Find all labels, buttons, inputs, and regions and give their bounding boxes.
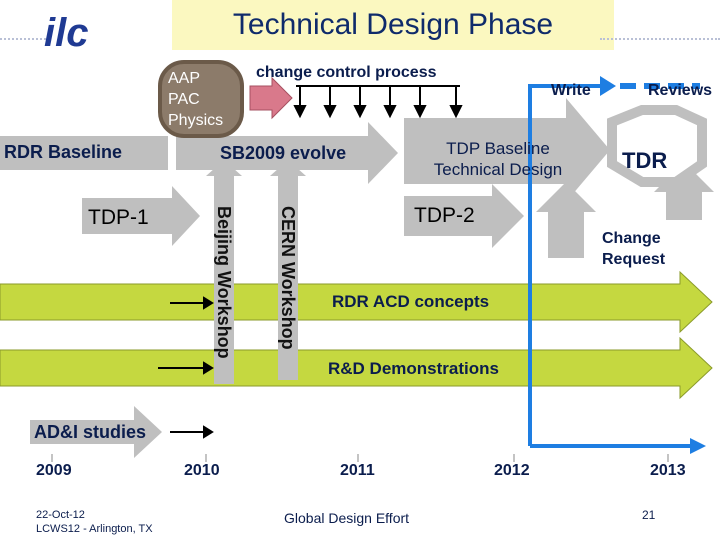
bubble-line-aap: AAP — [168, 70, 201, 87]
year-ticks — [51, 454, 669, 462]
year-2013: 2013 — [650, 462, 686, 479]
beijing-workshop-arrow — [206, 160, 242, 384]
change-request-label: Change Request — [602, 228, 665, 270]
page-title: Technical Design Phase — [232, 8, 554, 41]
tdp2-label: TDP-2 — [414, 204, 475, 227]
logo-text: ilc — [44, 11, 88, 55]
ilc-logo: ilc — [44, 11, 88, 55]
sb2009-label: SB2009 evolve — [220, 143, 347, 163]
rdr-baseline-label: RDR Baseline — [4, 142, 123, 162]
footer-center: Global Design Effort — [284, 510, 410, 526]
year-2010: 2010 — [184, 462, 220, 479]
year-2011: 2011 — [340, 462, 375, 479]
global-design-path — [528, 84, 600, 446]
title-banner — [172, 0, 614, 50]
tdp-baseline-arrow — [404, 98, 610, 202]
workshop-input-arrows — [158, 296, 214, 439]
rdr-acd-label: RDR ACD concepts — [332, 292, 490, 311]
title-dotted-rule-left — [0, 38, 50, 40]
rdr-baseline-arrow — [0, 136, 168, 170]
footer-left: 22-Oct-12 LCWS12 - Arlington, TX — [36, 508, 153, 536]
change-request-line1: Change — [602, 230, 661, 247]
footer-event: LCWS12 - Arlington, TX — [36, 523, 153, 535]
bubble-line-physics: Physics — [168, 112, 224, 129]
title-dotted-rule-right — [600, 38, 720, 40]
rd-demonstrations-arrow — [0, 336, 713, 400]
tdp-baseline-line1: TDP Baseline — [446, 139, 550, 158]
tdp1-arrow — [82, 186, 200, 246]
tdr-label: TDR — [622, 148, 668, 173]
adi-studies-arrow — [30, 406, 162, 458]
aap-pac-physics-bubble — [158, 60, 244, 138]
reviews-label: Reviews — [648, 82, 713, 99]
adi-studies-label: AD&I studies — [34, 422, 147, 442]
year-2009: 2009 — [36, 462, 72, 479]
change-control-pink-arrow — [249, 76, 293, 120]
bubble-line-pac: PAC — [168, 91, 200, 108]
blue-end-arrowhead — [690, 438, 706, 454]
tdr-octagon — [607, 105, 707, 187]
tdp1-label: TDP-1 — [88, 206, 149, 229]
year-2012: 2012 — [494, 462, 530, 479]
tdp-baseline-label: TDP Baseline Technical Design — [414, 138, 582, 180]
rdr-acd-arrow — [0, 270, 713, 334]
global-design-path-arrowhead — [600, 76, 616, 96]
page-number: 21 — [642, 508, 656, 522]
footer-date: 22-Oct-12 — [36, 509, 85, 521]
cern-workshop-label: CERN Workshop — [278, 206, 298, 350]
tdp-baseline-line2: Technical Design — [433, 160, 563, 179]
write-label: Write — [551, 82, 591, 99]
change-request-up-arrow — [654, 162, 714, 220]
beijing-workshop-label: Beijing Workshop — [214, 206, 234, 359]
rd-demonstrations-label: R&D Demonstrations — [328, 359, 499, 378]
cern-workshop-arrow — [270, 160, 306, 380]
write-up-arrow — [536, 182, 596, 258]
change-request-line2: Request — [602, 251, 666, 268]
tdp2-arrow — [404, 184, 524, 248]
change-control-label: change control process — [256, 64, 437, 81]
bubble-label: AAP PAC Physics — [168, 68, 223, 131]
change-control-ticks — [293, 86, 463, 119]
